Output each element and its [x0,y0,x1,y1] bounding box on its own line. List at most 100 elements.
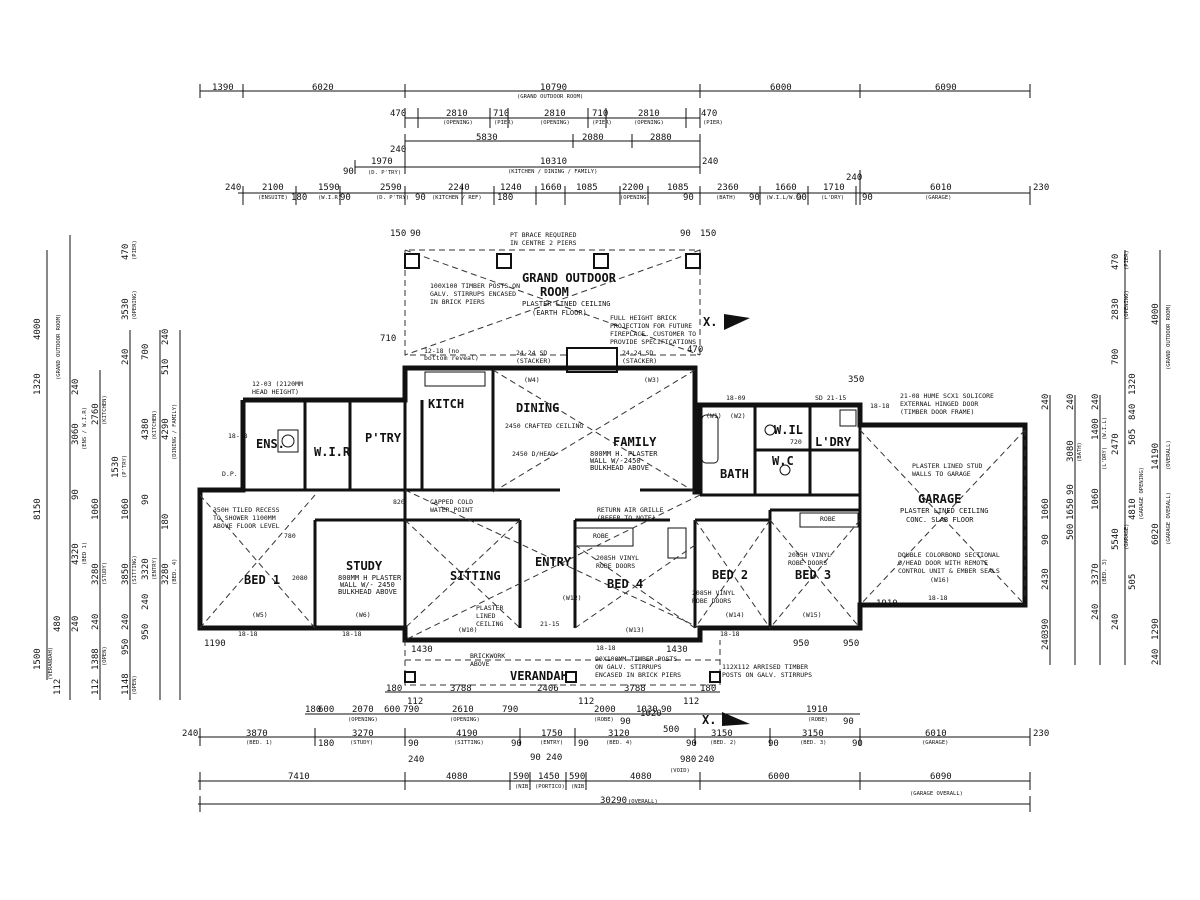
dim-left-c5-6: 240 [141,594,151,610]
dim-bot-r5-1: 30290 [600,796,627,806]
dim-left-c4-3: 90 [141,494,151,505]
note-stud-walls-1: PLASTER LINED STUD [912,462,983,470]
dim-left-c2-1: 470 [121,244,131,260]
dim-top-r5-3: 180 [291,193,307,203]
dim-bot-r2-8-sub: (ENTRY) [540,740,563,746]
dim-bot-r4-7: 6000 [768,772,790,782]
dim-bot-r2-3: 180 [318,739,334,749]
dim-top-r1-1: 1390 [212,83,234,93]
dim-bot-r2-12: 3150 [711,729,733,739]
dim-top-r2-4: 2810 [544,109,566,119]
dim-bot-r1-2: 600 [318,705,334,715]
dim-right-c2-3: 700 [1111,349,1121,365]
room-kitch: KITCH [428,397,464,411]
dim-right-c3-1: 240 [1091,394,1101,410]
dim-top-r5-13-sub: (OPENING) [620,195,650,201]
dim-right-outer-5-sub: (GARAGE OVERALL) [1166,492,1172,545]
dim-780: 780 [284,532,296,540]
dim-left-c2-4: 3060 [71,423,81,445]
note-arrised-1: 112X112 ARRISED TIMBER [722,663,808,671]
dim-ver-112a: 112 [407,697,423,707]
dim-820: 820 [393,498,405,506]
dim-top-r5-19: 90 [796,193,807,203]
note-brickwork-2: ABOVE [470,660,490,668]
dim-ver-112b: 112 [683,697,699,707]
room-sitting: SITTING [450,569,501,583]
dim-ver-3788a: 3788 [450,684,472,694]
dim-1910: 1910 [876,599,898,609]
window-w13: (W13) [625,626,645,634]
room-labels: ENS. W.I.R P'TRY KITCH DINING FAMILY 800… [244,397,989,596]
dim-bot-r1-3: 2070 [352,705,374,715]
dim-top-r5-4-sub: (W.I.R) [318,195,341,201]
dim-ver-180a: 180 [386,684,402,694]
dim-left-outer-4: 1320 [33,373,43,395]
dim-left-c4-2-sub: (KITCHEN) [152,410,158,440]
note-verandah-posts-3: ENCASED IN BRICK PIERS [595,671,681,679]
dim-left-c4-1: 700 [141,344,151,360]
dim-710: 710 [380,334,396,344]
dim-bot-r2-14: 3150 [802,729,824,739]
dim-bot-r1-6-sub: (OPENING) [450,717,480,723]
dim-bot-r1-9-sub: (ROBE) [594,717,614,723]
dim-bot-r2-1: 240 [182,729,198,739]
note-brick-4: PROVIDE SPECIFICATIONS [610,338,696,346]
note-stacker-left-2: (STACKER) [516,357,551,365]
dim-left-c4-5-sub: (SITTING) [132,555,138,585]
note-plaster-3: CEILING [476,620,503,628]
dim-top-r5-4: 1590 [318,183,340,193]
dim-bot-r4-3-sub: (NIB) [515,784,532,790]
dim-left-c3-4: 1060 [91,498,101,520]
house-walls [197,365,1028,643]
dim-right-c5-1: 240 [1041,394,1051,410]
dim-left-c5-8: 180 [161,514,171,530]
dim-top-r5-20: 1710 [823,183,845,193]
dim-right-c3-4: 1060 [1091,488,1101,510]
window-w1: (W1) [706,412,722,420]
dim-left-c5-5: 3280 [161,563,171,585]
dim-top-r3-2: 2080 [582,133,604,143]
dim-ver-1430b: 1430 [666,645,688,655]
left-dimensions: 8150 1500 (VERANDAH) 4000 (GRAND OUTDOOR… [33,235,181,700]
window-w16: (W16) [930,576,950,584]
dim-right-c5-3: 90 [1041,534,1051,545]
dim-bot-r1-6: 2610 [452,705,474,715]
room-grand-outdoor-note2: (EARTH FLOOR) [532,309,587,317]
dim-top-r5-24: 240 [846,173,862,183]
dim-right-c5-6: 240 [1041,634,1051,650]
dim-bot-r3-3: 240 [546,753,562,763]
dim-right-c2-6: 505 [1128,429,1138,445]
dim-right-c3-6: 240 [1111,614,1121,630]
dim-top-r5-13: 2200 [622,183,644,193]
window-w15: (W15) [802,611,822,619]
dim-bot-r4-4-sub: (PORTICO) [535,784,565,790]
note-shower-1: 350H TILED RECESS [213,506,280,514]
dim-top-r4-4-sub: (KITCHEN / DINING / FAMILY) [508,169,597,175]
dim-right-c3-5-sub: (GARAGE) [1124,524,1130,551]
dim-right-c2-1-sub: (PIER) [1124,250,1130,270]
note-hume-door-1: 21-08 HUME SCX1 SOLICORE [900,392,994,400]
note-robe-b4: ROBE [593,532,609,540]
note-head-height-1: 12-03 (2120MM [252,380,303,388]
x-marker-top: X. [703,315,717,329]
dim-left-c3-7-sub: (OPEN) [102,646,108,666]
dim-left-c5-2: 4290 [161,418,171,440]
dim-right-c4-2: 3080 [1066,440,1076,462]
dim-left-c5-4: 3320 [141,558,151,580]
dim-right-c4-5: 500 [1066,524,1076,540]
dim-left-c2-6-sub: (BED 1) [82,542,88,565]
dim-right-c2-2-sub: (OPENING) [1124,290,1130,320]
dim-bot-r2-10-sub: (BED. 4) [606,740,633,746]
note-timber-posts-3: IN BRICK PIERS [430,298,485,306]
dim-bot-r3-4: 980 [680,755,696,765]
dim-bot-r1-8: 112 [578,697,594,707]
dim-top-r5-21: 90 [862,193,873,203]
dim-bot-r2-6: 4190 [456,729,478,739]
dim-bot-r4-2: 4080 [446,772,468,782]
note-colorbond-2: O/HEAD DOOR WITH REMOTE [898,559,988,567]
room-wc: W.C [772,454,794,468]
note-brick-3: FIREPLACE. CUSTOMER TO [610,330,696,338]
dim-left-outer-2: 1500 [33,648,43,670]
house-notes: 12-03 (2120MM HEAD HEIGHT) 21-08 HUME SC… [204,375,1000,649]
